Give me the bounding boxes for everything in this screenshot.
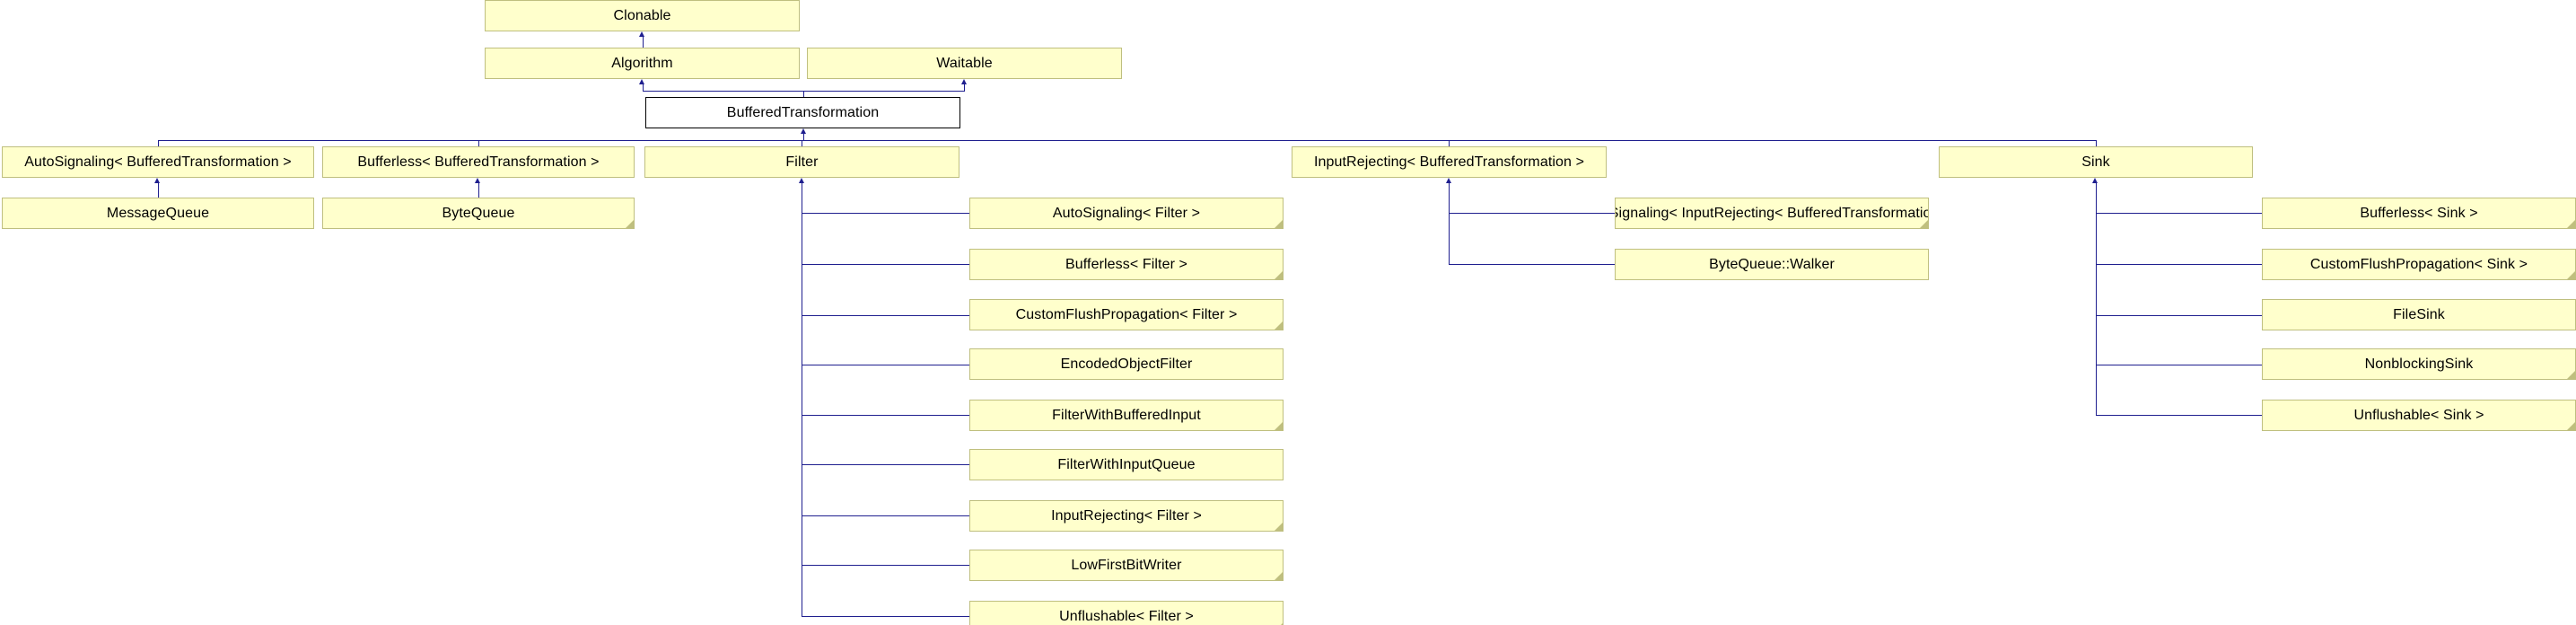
- edge-drop-sink: [2096, 140, 2097, 146]
- class-node-label: Bufferless< BufferedTransformation >: [357, 154, 600, 170]
- edge-branch-customflushpropagation_filter: [802, 315, 969, 316]
- edge-branch-filterwithinputqueue: [802, 464, 969, 465]
- class-node-label: InputRejecting< Filter >: [1051, 507, 1202, 524]
- inheritance-arrow-icon: [801, 128, 806, 134]
- edge-row3-bus: [158, 140, 2096, 141]
- inheritance-arrow-icon: [639, 31, 644, 37]
- class-node-clonable[interactable]: Clonable: [485, 0, 800, 31]
- class-node-label: Bufferless< Sink >: [2360, 205, 2478, 221]
- edge-trunk-sink: [2096, 183, 2097, 416]
- edge-branch-customflushpropagation_sink: [2096, 264, 2263, 265]
- class-node-inputrejecting_bt[interactable]: InputRejecting< BufferedTransformation >: [1292, 146, 1607, 178]
- class-node-algorithm[interactable]: Algorithm: [485, 48, 800, 79]
- edge-drop-bufferless_bt: [478, 140, 479, 146]
- class-node-label: FileSink: [2393, 306, 2445, 322]
- class-node-messagequeue[interactable]: MessageQueue: [2, 198, 314, 229]
- class-node-filterwithinputqueue[interactable]: FilterWithInputQueue: [969, 449, 1284, 480]
- class-node-nonblockingsink[interactable]: NonblockingSink: [2262, 348, 2576, 380]
- class-node-label: NonblockingSink: [2364, 356, 2474, 372]
- class-node-bytequeue_walker[interactable]: ByteQueue::Walker: [1615, 249, 1929, 280]
- class-node-label: InputRejecting< BufferedTransformation >: [1313, 154, 1585, 170]
- inheritance-arrow-icon: [1446, 178, 1451, 183]
- class-node-label: ByteQueue::Walker: [1709, 256, 1835, 272]
- class-node-autosignaling_inputrejecting_bt[interactable]: AutoSignaling< InputRejecting< BufferedT…: [1615, 198, 1929, 229]
- class-node-label: EncodedObjectFilter: [1060, 356, 1193, 372]
- edge-bt-algorithm-stem: [643, 84, 644, 91]
- class-node-customflushpropagation_sink[interactable]: CustomFlushPropagation< Sink >: [2262, 249, 2576, 280]
- inheritance-arrow-icon: [154, 178, 160, 183]
- class-node-sink[interactable]: Sink: [1939, 146, 2253, 178]
- edge-trunk-inputrejecting_bt: [1449, 183, 1450, 264]
- class-node-filterwithbufferedinput[interactable]: FilterWithBufferedInput: [969, 400, 1284, 431]
- inheritance-arrow-icon: [639, 79, 644, 84]
- edge-branch-bufferless_sink: [2096, 213, 2263, 214]
- inheritance-arrow-icon: [475, 178, 480, 183]
- class-node-encodedobjectfilter[interactable]: EncodedObjectFilter: [969, 348, 1284, 380]
- edge-branch-unflushable_sink: [2096, 415, 2263, 416]
- inheritance-arrow-icon: [2092, 178, 2098, 183]
- edge-drop-autosignaling_bt: [158, 140, 159, 146]
- edge-algorithm-clonable: [643, 37, 644, 48]
- class-node-unflushable_sink[interactable]: Unflushable< Sink >: [2262, 400, 2576, 431]
- class-node-label: FilterWithInputQueue: [1057, 456, 1196, 472]
- class-node-label: Filter: [785, 154, 819, 170]
- class-node-label: Clonable: [613, 7, 671, 23]
- class-node-label: Bufferless< Filter >: [1065, 256, 1187, 272]
- class-node-customflushpropagation_filter[interactable]: CustomFlushPropagation< Filter >: [969, 299, 1284, 330]
- class-node-bufferless_bt[interactable]: Bufferless< BufferedTransformation >: [322, 146, 635, 178]
- edge-branch-inputrejecting_filter: [802, 515, 969, 516]
- edge-branch-filesink: [2096, 315, 2263, 316]
- inheritance-arrow-icon: [961, 79, 967, 84]
- class-node-label: Sink: [2081, 154, 2110, 170]
- edge-branch-bufferless_filter: [802, 264, 969, 265]
- edge-branch-autosignaling_inputrejecting_bt: [1449, 213, 1615, 214]
- class-node-label: AutoSignaling< BufferedTransformation >: [24, 154, 292, 170]
- class-node-unflushable_filter[interactable]: Unflushable< Filter >: [969, 601, 1284, 625]
- edge-drop-inputrejecting_bt: [1449, 140, 1450, 146]
- edge-branch-unflushable_filter: [802, 616, 969, 617]
- class-node-inputrejecting_filter[interactable]: InputRejecting< Filter >: [969, 500, 1284, 532]
- edge-messagequeue-autosignaling_bt: [158, 183, 159, 198]
- class-node-label: Unflushable< Sink >: [2353, 407, 2484, 423]
- class-node-bytequeue[interactable]: ByteQueue: [322, 198, 635, 229]
- class-node-label: Waitable: [936, 55, 993, 71]
- edge-branch-bytequeue_walker: [1449, 264, 1615, 265]
- class-node-bufferless_sink[interactable]: Bufferless< Sink >: [2262, 198, 2576, 229]
- class-node-label: CustomFlushPropagation< Filter >: [1015, 306, 1238, 322]
- class-node-waitable[interactable]: Waitable: [807, 48, 1122, 79]
- edge-bytequeue-bufferless_bt: [478, 183, 479, 198]
- edge-branch-lowfirstbitwriter: [802, 565, 969, 566]
- edge-branch-autosignaling_filter: [802, 213, 969, 214]
- class-node-filesink[interactable]: FileSink: [2262, 299, 2576, 330]
- class-node-label: BufferedTransformation: [726, 104, 880, 120]
- class-node-lowfirstbitwriter[interactable]: LowFirstBitWriter: [969, 550, 1284, 581]
- class-node-label: Unflushable< Filter >: [1059, 608, 1194, 624]
- class-node-label: Algorithm: [611, 55, 673, 71]
- class-node-autosignaling_filter[interactable]: AutoSignaling< Filter >: [969, 198, 1284, 229]
- class-node-label: FilterWithBufferedInput: [1052, 407, 1201, 423]
- edge-branch-filterwithbufferedinput: [802, 415, 969, 416]
- inheritance-arrow-icon: [799, 178, 804, 183]
- class-node-label: ByteQueue: [442, 205, 515, 221]
- edge-bt-riser: [803, 91, 804, 97]
- edge-bt-children-stem: [803, 134, 804, 140]
- class-node-filter[interactable]: Filter: [644, 146, 959, 178]
- class-node-label: CustomFlushPropagation< Sink >: [2309, 256, 2528, 272]
- edge-bt-waitable-stem: [964, 84, 965, 91]
- class-node-label: MessageQueue: [106, 205, 210, 221]
- class-node-label: AutoSignaling< InputRejecting< BufferedT…: [1616, 205, 1929, 221]
- class-node-autosignaling_bt[interactable]: AutoSignaling< BufferedTransformation >: [2, 146, 314, 178]
- class-node-bufferedtransformation[interactable]: BufferedTransformation: [645, 97, 960, 128]
- class-node-label: AutoSignaling< Filter >: [1052, 205, 1201, 221]
- class-node-label: LowFirstBitWriter: [1071, 557, 1182, 573]
- class-node-bufferless_filter[interactable]: Bufferless< Filter >: [969, 249, 1284, 280]
